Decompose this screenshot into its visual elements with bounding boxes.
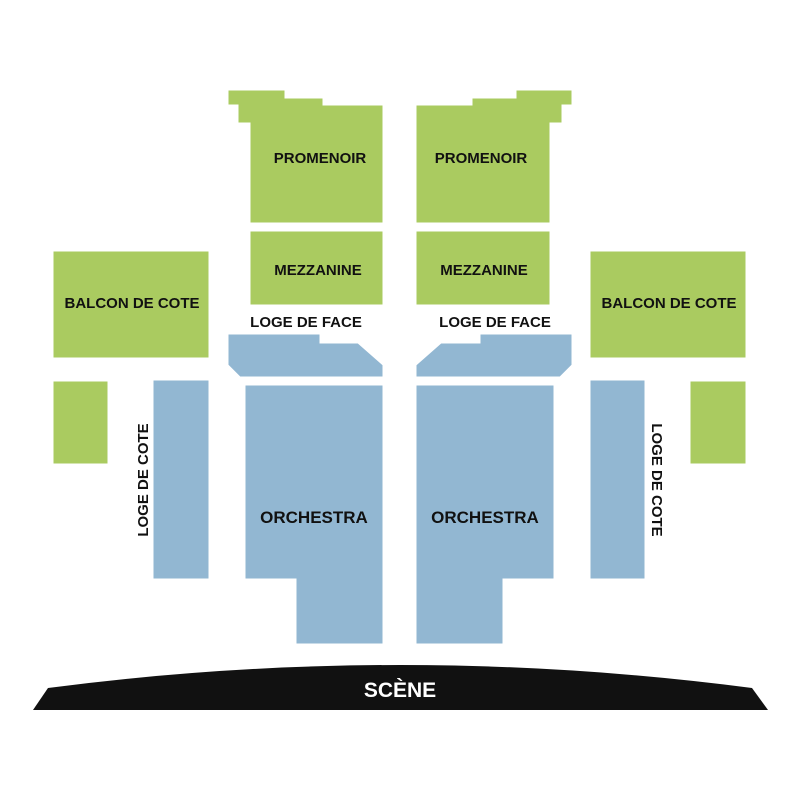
label-loge-face-left: LOGE DE FACE [250,314,362,331]
section-mezzanine-right[interactable] [415,230,551,306]
section-side-block-right[interactable] [689,380,747,465]
label-mezzanine-left: MEZZANINE [274,262,362,279]
label-loge-face-right: LOGE DE FACE [439,314,551,331]
section-balcon-left[interactable] [52,250,210,359]
section-promenoir-right[interactable] [415,89,573,224]
section-loge-cote-left[interactable] [152,379,210,580]
stage [33,665,768,710]
section-side-block-left[interactable] [52,380,109,465]
label-loge-cote-left: LOGE DE COTE [135,423,152,536]
section-promenoir-left[interactable] [227,89,384,224]
label-balcon-left: BALCON DE COTE [65,295,200,312]
section-orchestra-right[interactable] [415,384,555,645]
section-loge-face-left[interactable] [227,333,384,378]
label-mezzanine-right: MEZZANINE [440,262,528,279]
label-loge-cote-right: LOGE DE COTE [648,423,665,536]
section-mezzanine-left[interactable] [249,230,384,306]
label-orchestra-left: ORCHESTRA [260,508,368,527]
section-loge-face-right[interactable] [415,333,573,378]
label-balcon-right: BALCON DE COTE [602,295,737,312]
label-promenoir-right: PROMENOIR [435,150,528,167]
label-promenoir-left: PROMENOIR [274,150,367,167]
section-loge-cote-right[interactable] [589,379,646,580]
label-orchestra-right: ORCHESTRA [431,508,539,527]
section-balcon-right[interactable] [589,250,747,359]
section-orchestra-left[interactable] [244,384,384,645]
label-stage: SCÈNE [364,679,436,702]
